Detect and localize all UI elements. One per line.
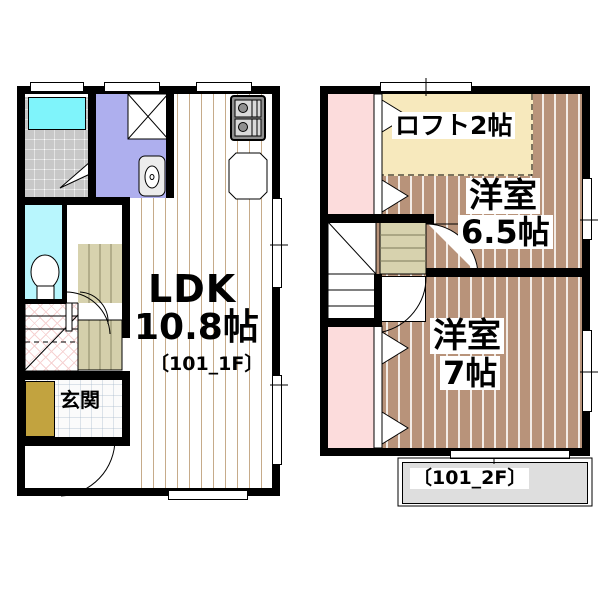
f1-wall-v-toilet-right [62,205,67,303]
room-upper-size: 6.5帖 [461,213,550,251]
stair-tread-lines-lower [77,319,123,371]
f1-window-wash [104,82,160,92]
f1-sliding-door-lower [272,375,282,465]
shoe-cabinet [25,381,55,437]
stairs-exit-box [380,276,426,322]
bathtub [28,97,86,130]
stairs-down-lines [327,221,377,323]
f1-wall-v-entrance-right [122,371,130,446]
loft-name: ロフト2帖 [395,111,513,140]
f2-window-right-marks [580,219,598,373]
f2-wall-v-stairs-right [374,274,382,324]
kitchen-stove [230,95,266,141]
hall-door [65,302,73,332]
toilet-fixture [30,254,60,305]
f1-wall-h-hall-bottom [25,371,130,380]
ldk-size: 10.8帖 [134,307,259,348]
floor1-id-label: 〔101_1F〕 [150,355,263,374]
entrance-label: 玄関 [60,390,100,410]
bathroom-tub-surround [25,94,90,97]
f2-wall-closet-upper-bottom [328,214,426,223]
f1-window-bottom [168,490,248,500]
loft-label: ロフト2帖 [392,111,516,140]
f2-window-right-upper [582,178,592,240]
room-upper-size-label: 6.5帖 [458,215,553,249]
f2-wall-v-upper-room-left [426,214,434,224]
floor1-plan: LDK 10.8帖 〔101_1F〕 玄関 [17,82,288,500]
room-lower-size: 7帖 [443,354,498,392]
floor2-id-label: 〔101_2F〕 [410,467,530,489]
ldk-label: LDK [148,270,236,308]
loft-dashed-edge [378,94,533,176]
ldk-name: LDK [148,267,237,311]
stair-tread-lines-upper [88,244,112,303]
room-upper-name: 洋室 [469,176,537,216]
room-lower-label: 洋室 [430,318,504,354]
f1-sliding-door-marks [270,244,288,386]
f1-wall-h-bathroom-bottom [25,197,130,205]
f1-wall-v-toilet-left-stub [25,299,66,304]
f1-window-bath [30,82,84,92]
f2-wall-stairs-bottom [328,318,382,327]
closet-lower-door-indicators [373,325,409,449]
f1-wall-v-bath-right [88,94,96,197]
stairs-landing-lines [379,221,427,275]
closet-upper [328,94,376,216]
room-door-lower [381,276,427,333]
ldk-size-label: 10.8帖 [134,310,259,346]
stairs-down-area [328,222,376,322]
room-lower-name: 洋室 [433,316,501,356]
closet-lower [328,326,376,448]
entrance-name: 玄関 [60,388,100,412]
washing-machine-space [127,93,169,140]
floor2-plan: ロフト2帖 洋室 6.5帖 洋室 7帖 〔101_2F〕 [300,0,600,600]
kitchen-sink [228,152,268,200]
room-lower-size-label: 7帖 [440,354,501,392]
f1-sliding-door-upper [272,198,282,288]
f2-window-top-mark [425,78,427,96]
stair-winder [63,291,111,335]
f1-wall-v-wash-right [166,94,174,198]
room-upper-label: 洋室 [466,178,540,214]
floor1-id: 〔101_1F〕 [150,353,264,375]
floor2-id: 〔101_2F〕 [413,467,527,489]
f1-wall-v-hall-right [122,197,130,338]
f1-window-kitchen [196,82,252,92]
entrance-door [57,438,116,497]
f2-wall-h-room-divider [426,268,582,277]
balcony-outline [397,457,593,507]
f1-wall-h-entrance-bottom [25,437,130,446]
washbasin [138,155,166,197]
f2-window-right-lower [582,330,592,412]
